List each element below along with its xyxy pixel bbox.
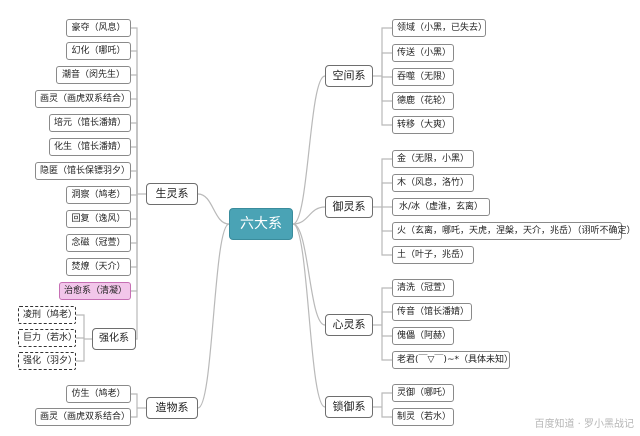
branch-xinling[interactable]: 心灵系 <box>325 314 373 336</box>
leaf-kuilei[interactable]: 傀儡（阿赫） <box>392 327 454 345</box>
connector-leaf-yinni <box>131 170 138 194</box>
connector-leaf-hualing-2 <box>131 408 138 418</box>
leaf-lingyu-2[interactable]: 灵御（哪吒） <box>392 384 454 402</box>
connector-leaf-qingxi <box>381 287 392 325</box>
leaf-mu[interactable]: 木（风息，洛竹） <box>392 174 474 192</box>
connector-leaf-chuanyin <box>381 311 392 325</box>
connector-leaf-lingyu <box>381 27 392 76</box>
connector-center-branch-shengling <box>197 193 230 225</box>
connector-leaf-chaoyin <box>131 74 138 194</box>
connector-leaf-lingxing <box>76 314 85 339</box>
leaf-yinni[interactable]: 隐匿（馆长保镖羽夕） <box>35 162 131 180</box>
connector-leaf-lingyu-2 <box>381 392 392 407</box>
connector-leaf-zhuanyi <box>381 76 392 126</box>
connector-leaf-kuilei <box>381 325 392 337</box>
branch-yuling[interactable]: 御灵系 <box>325 196 373 218</box>
connector-leaf-tunshi <box>381 76 392 78</box>
connector-leaf-huo <box>381 207 392 232</box>
connector-center-branch-xinling <box>292 223 326 326</box>
leaf-delu[interactable]: 德鹿（花轮） <box>392 92 454 110</box>
leaf-dongcha[interactable]: 洞察（鸠老） <box>66 186 131 204</box>
leaf-huo[interactable]: 火（玄离，哪吒，天虎，涅槃，天介，兆岳）（诩听不确定） <box>392 222 636 240</box>
leaf-jin[interactable]: 金（无限，小黑） <box>392 150 474 168</box>
connector-leaf-fenliao <box>131 194 138 268</box>
branch-suoyu[interactable]: 锁御系 <box>325 396 373 418</box>
leaf-qianghua[interactable]: 强化（羽夕） <box>18 352 77 370</box>
connector-leaf-fangsheng <box>131 393 138 408</box>
connector-leaf-juli <box>76 337 85 339</box>
leaf-tunshi[interactable]: 吞噬（无限） <box>392 68 454 86</box>
branch-shengling[interactable]: 生灵系 <box>146 183 198 205</box>
connector-leaf-delu <box>381 76 392 102</box>
connector-center-branch-kongjian <box>292 75 326 225</box>
leaf-huifu[interactable]: 回复（逸风） <box>66 210 131 228</box>
connector-leaf-chuansong <box>381 52 392 76</box>
branch-kongjian[interactable]: 空间系 <box>325 65 373 87</box>
connector-leaf-mu <box>381 182 392 207</box>
connector-leaf-zhiling <box>381 407 392 418</box>
connector-branch-qianghua <box>136 194 138 340</box>
leaf-hualing-2[interactable]: 画灵（画虎双系结合） <box>35 408 131 426</box>
leaf-qingxi[interactable]: 清洗（冠萱） <box>392 279 454 297</box>
connector-center-branch-suoyu <box>292 223 326 408</box>
leaf-lingyu[interactable]: 领域（小黑，已失去） <box>392 19 487 37</box>
leaf-zhiling[interactable]: 制灵（若水） <box>392 408 454 426</box>
connector-leaf-dongcha <box>131 194 138 196</box>
leaf-hualing-1[interactable]: 画灵（画虎双系结合） <box>35 90 131 108</box>
leaf-peiyuan[interactable]: 培元（馆长潘婧） <box>49 114 131 132</box>
connector-leaf-laojun <box>381 325 392 361</box>
leaf-fenliao[interactable]: 焚燎（天介） <box>66 258 131 276</box>
leaf-chaoyin[interactable]: 潮音（闵先生） <box>56 66 131 84</box>
leaf-fangsheng[interactable]: 仿生（鸠老） <box>66 385 131 403</box>
leaf-tu[interactable]: 土（叶子，兆岳） <box>392 246 474 264</box>
connector-leaf-haoduo <box>131 27 138 194</box>
connector-leaf-qianghua <box>76 339 85 362</box>
leaf-lingxing[interactable]: 凌刑（鸠老） <box>18 306 77 324</box>
leaf-chuanyin[interactable]: 传音（馆长潘婧） <box>392 303 472 321</box>
leaf-laojun[interactable]: 老君(￣▽￣)~*（具体未知） <box>392 351 513 369</box>
leaf-chuansong[interactable]: 传送（小黑） <box>392 44 454 62</box>
leaf-haoduo[interactable]: 豪夺（风息） <box>66 19 131 37</box>
leaf-huasheng[interactable]: 化生（馆长潘婧） <box>49 138 131 156</box>
leaf-nianci[interactable]: 念磁（冠萱） <box>66 234 131 252</box>
connector-leaf-tu <box>381 207 392 256</box>
watermark: 百度知道 · 罗小黑战记 <box>534 419 634 430</box>
leaf-zhuanyi[interactable]: 转移（大爽） <box>392 116 454 134</box>
connector-leaf-huifu <box>131 194 138 220</box>
connector-center-branch-zaowu <box>197 223 230 409</box>
leaf-zhiyu[interactable]: 治愈系（清凝） <box>59 282 131 300</box>
leaf-shui-bing[interactable]: 水/冰（虚淮，玄离） <box>392 198 490 216</box>
center-node[interactable]: 六大系 <box>229 208 293 240</box>
branch-zaowu[interactable]: 造物系 <box>146 397 198 419</box>
leaf-huanhua[interactable]: 幻化（哪吒） <box>66 42 131 60</box>
connector-leaf-peiyuan <box>131 122 138 194</box>
branch-qianghua[interactable]: 强化系 <box>92 328 136 350</box>
leaf-juli[interactable]: 巨力（若水） <box>18 329 77 347</box>
connector-center-branch-yuling <box>292 206 326 225</box>
